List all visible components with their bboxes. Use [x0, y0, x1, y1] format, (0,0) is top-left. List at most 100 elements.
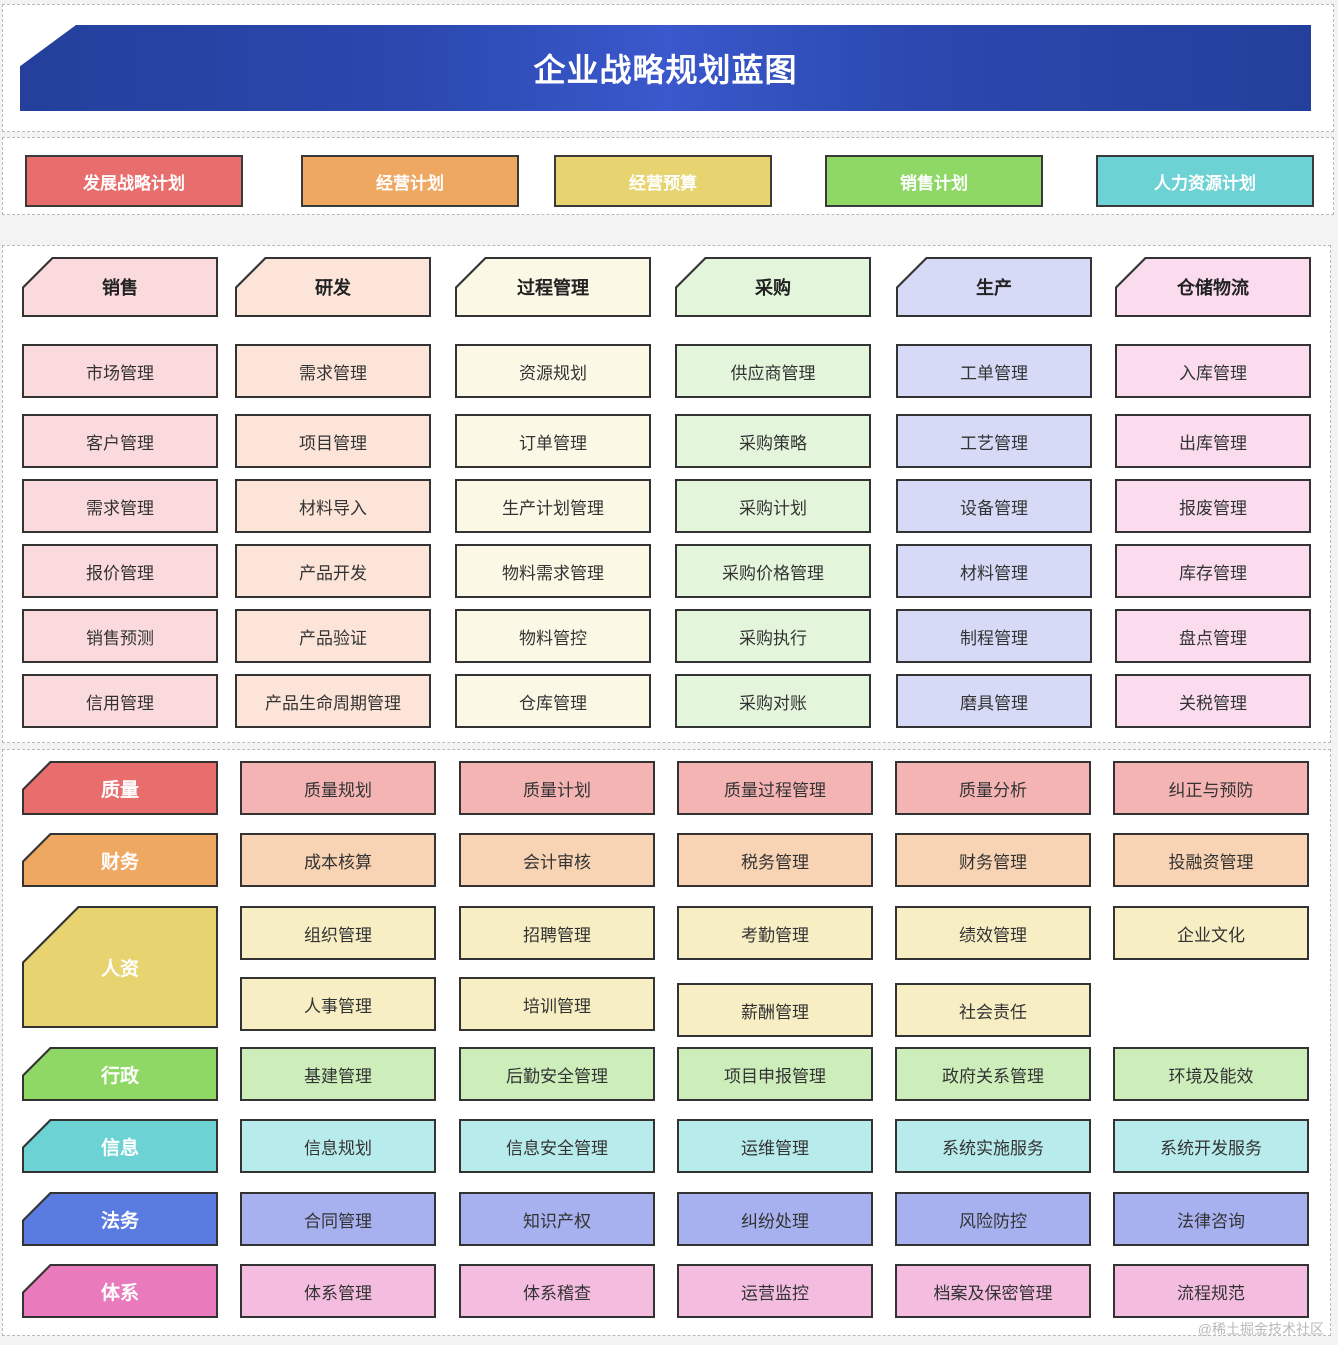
support-item[interactable]: 合同管理	[240, 1192, 436, 1246]
department-item[interactable]: 关税管理	[1115, 674, 1311, 728]
department-header-label: 仓储物流	[1117, 259, 1309, 315]
department-item[interactable]: 采购计划	[675, 479, 871, 533]
support-item[interactable]: 考勤管理	[677, 906, 873, 960]
support-item[interactable]: 成本核算	[240, 833, 436, 887]
department-header: 研发	[235, 257, 431, 317]
department-item[interactable]: 生产计划管理	[455, 479, 651, 533]
support-item[interactable]: 环境及能效	[1113, 1047, 1309, 1101]
page-title: 企业战略规划蓝图	[533, 52, 798, 88]
plan-button[interactable]: 人力资源计划	[1096, 155, 1314, 207]
title-banner: 企业战略规划蓝图	[20, 25, 1311, 111]
support-item[interactable]: 人事管理	[240, 977, 436, 1031]
department-header: 销售	[22, 257, 218, 317]
department-item[interactable]: 盘点管理	[1115, 609, 1311, 663]
support-item[interactable]: 系统开发服务	[1113, 1119, 1309, 1173]
department-item[interactable]: 信用管理	[22, 674, 218, 728]
department-item[interactable]: 项目管理	[235, 414, 431, 468]
department-header: 采购	[675, 257, 871, 317]
support-item[interactable]: 招聘管理	[459, 906, 655, 960]
plan-button[interactable]: 经营预算	[554, 155, 772, 207]
department-item[interactable]: 采购策略	[675, 414, 871, 468]
department-item[interactable]: 产品生命周期管理	[235, 674, 431, 728]
department-item[interactable]: 物料需求管理	[455, 544, 651, 598]
department-item[interactable]: 采购价格管理	[675, 544, 871, 598]
support-item[interactable]: 绩效管理	[895, 906, 1091, 960]
department-header-label: 研发	[237, 259, 429, 315]
department-item[interactable]: 材料导入	[235, 479, 431, 533]
support-header: 行政	[22, 1047, 218, 1101]
support-item[interactable]: 档案及保密管理	[895, 1264, 1091, 1318]
department-item[interactable]: 资源规划	[455, 344, 651, 398]
support-item[interactable]: 风险防控	[895, 1192, 1091, 1246]
department-item[interactable]: 需求管理	[235, 344, 431, 398]
support-item[interactable]: 系统实施服务	[895, 1119, 1091, 1173]
department-item[interactable]: 供应商管理	[675, 344, 871, 398]
support-header: 财务	[22, 833, 218, 887]
department-item[interactable]: 制程管理	[896, 609, 1092, 663]
plan-button[interactable]: 销售计划	[825, 155, 1043, 207]
support-item[interactable]: 法律咨询	[1113, 1192, 1309, 1246]
department-item[interactable]: 报废管理	[1115, 479, 1311, 533]
department-item[interactable]: 销售预测	[22, 609, 218, 663]
support-item[interactable]: 财务管理	[895, 833, 1091, 887]
department-item[interactable]: 出库管理	[1115, 414, 1311, 468]
support-item[interactable]: 后勤安全管理	[459, 1047, 655, 1101]
support-header: 人资	[22, 906, 218, 1028]
support-header-label: 法务	[24, 1194, 216, 1244]
department-item[interactable]: 市场管理	[22, 344, 218, 398]
support-item[interactable]: 基建管理	[240, 1047, 436, 1101]
department-item[interactable]: 订单管理	[455, 414, 651, 468]
department-item[interactable]: 客户管理	[22, 414, 218, 468]
support-item[interactable]: 质量计划	[459, 761, 655, 815]
support-item[interactable]: 企业文化	[1113, 906, 1309, 960]
support-header-label: 体系	[24, 1266, 216, 1316]
support-header-label: 信息	[24, 1121, 216, 1171]
support-item[interactable]: 流程规范	[1113, 1264, 1309, 1318]
plan-button[interactable]: 发展战略计划	[25, 155, 243, 207]
department-item[interactable]: 产品开发	[235, 544, 431, 598]
department-item[interactable]: 产品验证	[235, 609, 431, 663]
plan-button[interactable]: 经营计划	[301, 155, 519, 207]
support-item[interactable]: 运维管理	[677, 1119, 873, 1173]
department-item[interactable]: 需求管理	[22, 479, 218, 533]
department-item[interactable]: 物料管控	[455, 609, 651, 663]
department-header-label: 生产	[898, 259, 1090, 315]
support-item[interactable]: 培训管理	[459, 977, 655, 1031]
department-item[interactable]: 磨具管理	[896, 674, 1092, 728]
department-item[interactable]: 设备管理	[896, 479, 1092, 533]
department-item[interactable]: 工艺管理	[896, 414, 1092, 468]
support-item[interactable]: 税务管理	[677, 833, 873, 887]
support-item[interactable]: 体系管理	[240, 1264, 436, 1318]
department-item[interactable]: 采购对账	[675, 674, 871, 728]
department-item[interactable]: 报价管理	[22, 544, 218, 598]
department-header: 生产	[896, 257, 1092, 317]
department-item[interactable]: 库存管理	[1115, 544, 1311, 598]
department-header: 过程管理	[455, 257, 651, 317]
support-item[interactable]: 社会责任	[895, 983, 1091, 1037]
support-functions-panel	[2, 749, 1331, 1336]
support-item[interactable]: 质量分析	[895, 761, 1091, 815]
department-item[interactable]: 入库管理	[1115, 344, 1311, 398]
support-item[interactable]: 信息安全管理	[459, 1119, 655, 1173]
support-item[interactable]: 信息规划	[240, 1119, 436, 1173]
support-item[interactable]: 知识产权	[459, 1192, 655, 1246]
support-item[interactable]: 质量过程管理	[677, 761, 873, 815]
watermark: @稀土掘金技术社区	[1197, 1321, 1324, 1337]
support-item[interactable]: 投融资管理	[1113, 833, 1309, 887]
department-item[interactable]: 采购执行	[675, 609, 871, 663]
support-item[interactable]: 纠纷处理	[677, 1192, 873, 1246]
support-item[interactable]: 政府关系管理	[895, 1047, 1091, 1101]
department-item[interactable]: 工单管理	[896, 344, 1092, 398]
support-item[interactable]: 项目申报管理	[677, 1047, 873, 1101]
support-item[interactable]: 会计审核	[459, 833, 655, 887]
department-item[interactable]: 仓库管理	[455, 674, 651, 728]
support-item[interactable]: 质量规划	[240, 761, 436, 815]
department-header-label: 销售	[24, 259, 216, 315]
support-item[interactable]: 纠正与预防	[1113, 761, 1309, 815]
department-item[interactable]: 材料管理	[896, 544, 1092, 598]
support-item[interactable]: 薪酬管理	[677, 983, 873, 1037]
support-item[interactable]: 体系稽查	[459, 1264, 655, 1318]
support-item[interactable]: 运营监控	[677, 1264, 873, 1318]
support-item[interactable]: 组织管理	[240, 906, 436, 960]
support-header: 信息	[22, 1119, 218, 1173]
